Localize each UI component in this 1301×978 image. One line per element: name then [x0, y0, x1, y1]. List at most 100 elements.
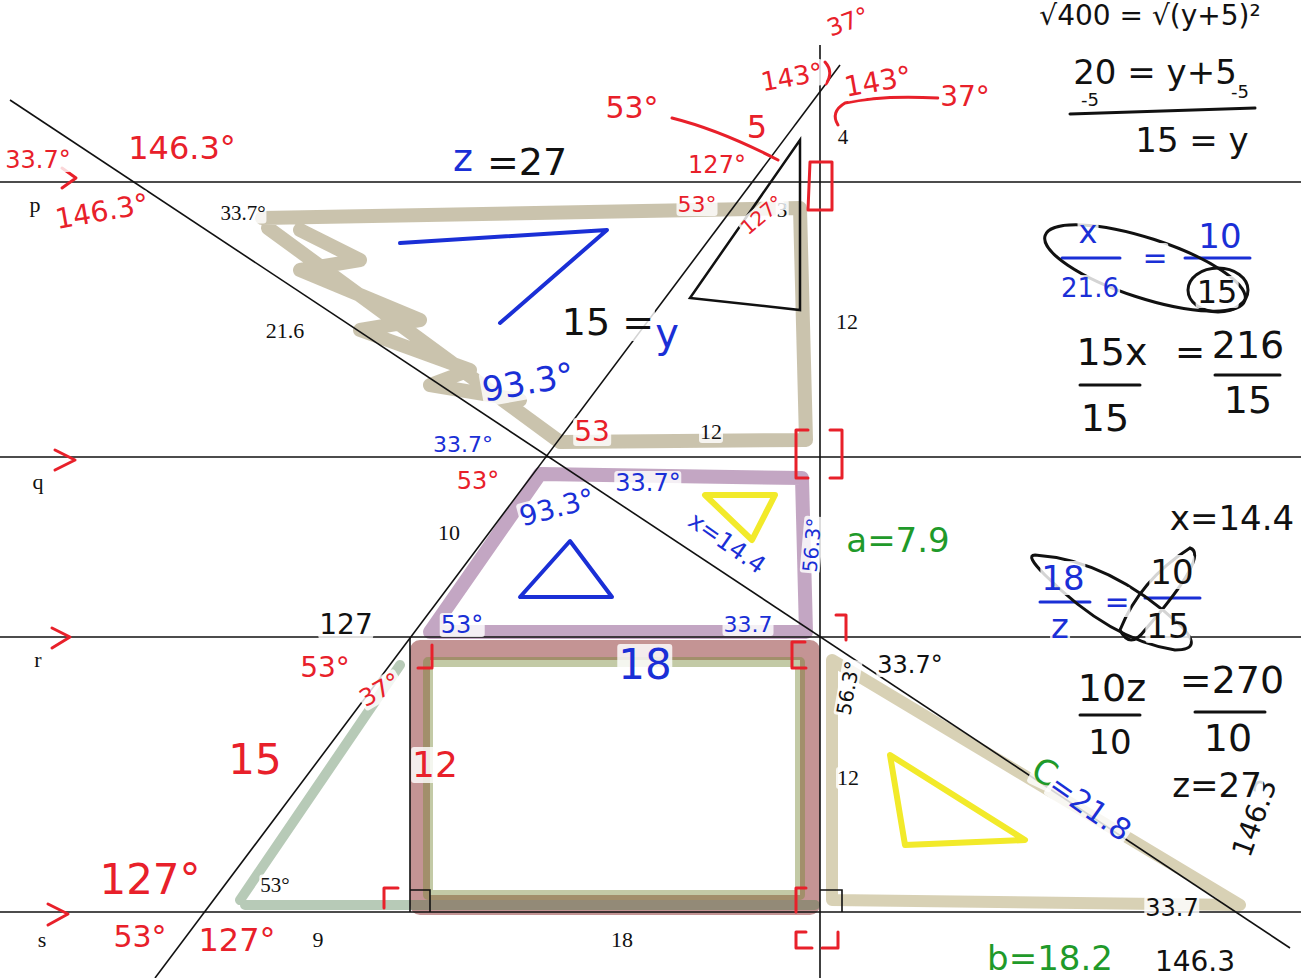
figure-label: 10 [437, 522, 461, 544]
parallel-line [0, 181, 1301, 183]
handwritten-note: 33.7° [614, 471, 681, 495]
handwritten-note: 143° [758, 59, 826, 96]
equation-marks [1032, 108, 1280, 715]
right-angle-bracket [808, 162, 832, 210]
handwritten-note: 53° [604, 93, 659, 123]
sketch-triangle [520, 541, 612, 597]
fraction-bar [1062, 257, 1120, 260]
handwritten-note: 5 [746, 111, 768, 143]
handwritten-note: 127 [318, 611, 373, 639]
handwritten-note: 37° [823, 3, 873, 41]
sketch-triangles [400, 230, 1025, 845]
handwritten-note: -5 [1230, 83, 1250, 101]
handwritten-note: 56.3° [800, 516, 825, 574]
handwritten-note: x=14.4 [683, 507, 770, 578]
figure-label: 21.6 [265, 320, 306, 342]
transversal [10, 100, 1290, 948]
figure-label: 4 [837, 127, 850, 148]
handwritten-note: =27 [486, 143, 568, 181]
right-angle-mark [820, 890, 842, 912]
leader-curve [835, 97, 938, 125]
handwritten-note: z=27 [1171, 768, 1263, 802]
handwritten-note: 53° [112, 922, 167, 952]
parallel-arrow [52, 628, 70, 648]
handwritten-note: = [1174, 334, 1206, 370]
handwritten-note: b=18.2 [986, 941, 1114, 975]
handwritten-note: 10 [1149, 555, 1194, 589]
handwritten-note: 18 [617, 644, 672, 686]
parallel-line [0, 636, 1301, 638]
handwritten-note: 33.7 [1144, 896, 1199, 920]
highlighter-green [240, 665, 815, 905]
highlighter-purple [430, 474, 806, 632]
handwritten-note: 127° [736, 191, 787, 239]
handwritten-note: 15 [1223, 381, 1273, 419]
figure-label: 18 [610, 929, 634, 951]
fraction-bar [1215, 374, 1280, 377]
fraction-bar [1080, 384, 1140, 387]
figure-label: 53° [259, 875, 290, 896]
handwritten-note: 146.3° [52, 190, 152, 234]
lines [0, 45, 1301, 978]
figure-label: 33.7° [219, 203, 266, 224]
handwritten-note: √400 = √(y+5)² [1038, 2, 1261, 30]
handwritten-note: 127° [98, 859, 201, 901]
handwritten-note: z [452, 139, 474, 177]
handwritten-note: 21.6 [1060, 275, 1120, 301]
handwritten-note: -5 [1080, 91, 1100, 109]
handwritten-note: 37° [939, 83, 991, 111]
handwritten-note: 10 [1087, 725, 1132, 759]
handwritten-note: 15 [1196, 276, 1239, 308]
handwritten-note: 15 = y [1134, 123, 1250, 157]
handwritten-note: = [1141, 243, 1168, 273]
transversal [155, 65, 840, 978]
handwritten-note: 15 = [561, 303, 655, 341]
right-angle-bracket [384, 888, 398, 908]
parallel-arrow [55, 450, 75, 470]
cross-loop [1188, 268, 1248, 312]
handwritten-note: z [1050, 609, 1070, 643]
handwritten-note: 53 [573, 418, 611, 446]
handwritten-note: a=7.9 [845, 523, 950, 557]
handwritten-note: 53° [299, 654, 351, 682]
handwritten-note: 15 [1080, 399, 1130, 437]
right-angle-bracket [822, 932, 838, 948]
handwritten-note: =21.8 [1043, 769, 1137, 847]
handwritten-note: x [1078, 216, 1099, 248]
figure-label: q [32, 471, 45, 493]
handwritten-note: 53° [677, 194, 718, 216]
handwritten-note: 18 [1040, 561, 1085, 595]
handwritten-note: 146.3° [127, 132, 237, 164]
highlighter-brown [262, 208, 806, 442]
fraction-bar [1195, 711, 1265, 714]
handwritten-note: y [654, 313, 680, 353]
handwritten-note: 93.3° [478, 357, 577, 407]
parallel-line [0, 911, 1301, 913]
highlighter-red [420, 650, 810, 905]
figure-label: 12 [836, 767, 860, 789]
handwritten-note: 146.3 [1154, 948, 1236, 976]
figure-label: p [29, 194, 42, 216]
red-marks [48, 62, 938, 948]
figure-label: 12 [835, 311, 859, 333]
highlighter-marks [240, 208, 1240, 905]
handwritten-note: 10 [1197, 219, 1242, 253]
handwritten-note: 127° [197, 924, 276, 956]
leader-curve [825, 62, 830, 84]
right-angle-bracket [796, 430, 842, 478]
handwritten-note: 56.3° [833, 658, 863, 717]
highlighter-olive [428, 662, 800, 895]
figure-label: r [33, 649, 42, 671]
handwritten-note: 33.7° [876, 653, 943, 677]
handwritten-note: 53° [440, 613, 485, 637]
handwritten-note: 143° [841, 62, 914, 102]
right-angle-bracket [418, 645, 432, 668]
figure-label: 9 [312, 929, 325, 951]
handwritten-note: x=14.4 [1169, 501, 1295, 535]
handwritten-note: =270 [1179, 661, 1285, 699]
handwritten-note: 127° [687, 153, 747, 177]
handwritten-note: 216 [1211, 326, 1286, 364]
handwritten-note: 10 [1203, 719, 1253, 757]
figure-label: s [37, 929, 48, 951]
